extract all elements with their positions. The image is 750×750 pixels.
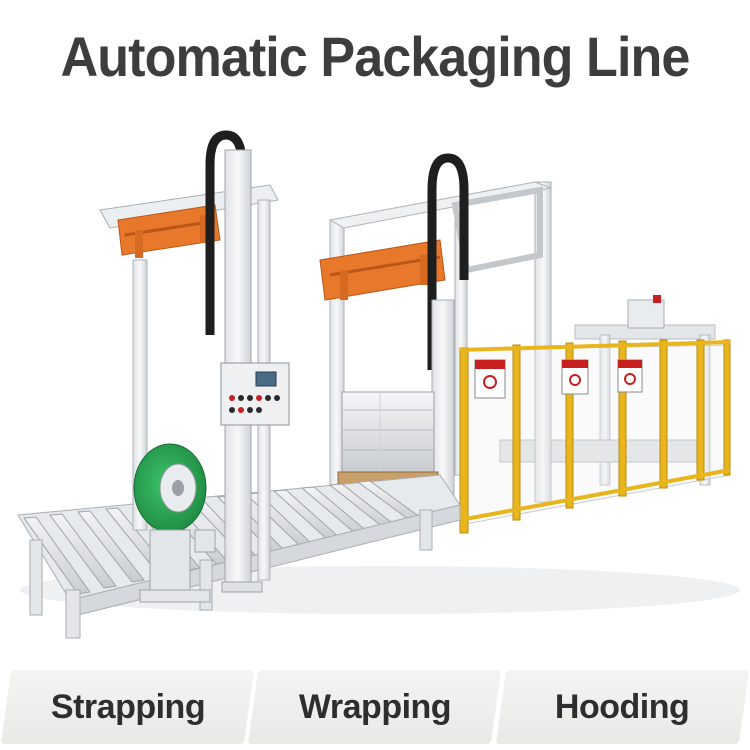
wrapping-carriage-orange [319, 239, 446, 301]
packaging-line-illustration [17, 130, 740, 639]
stage-strapping: Strapping [0, 670, 255, 744]
warning-sign [474, 359, 506, 399]
strapping-station [99, 130, 290, 603]
safety-fence [459, 339, 731, 534]
page-title: Automatic Packaging Line [60, 25, 691, 88]
stage-label: Strapping [50, 687, 205, 726]
control-panel [220, 362, 290, 426]
strapping-head-orange [117, 204, 221, 258]
stage-label: Wrapping [298, 687, 452, 726]
stage-wrapping: Wrapping [248, 670, 502, 744]
wrapping-station [319, 153, 553, 511]
stage-label: Hooding [555, 687, 690, 726]
strap-coil [133, 443, 207, 533]
cable-chain [427, 153, 469, 370]
wrapped-pallet-load [337, 391, 439, 485]
warning-sign [617, 359, 643, 393]
stage-labels: Strapping Wrapping Hooding [0, 670, 750, 750]
warning-sign [561, 359, 589, 395]
stage-hooding: Hooding [495, 670, 750, 744]
